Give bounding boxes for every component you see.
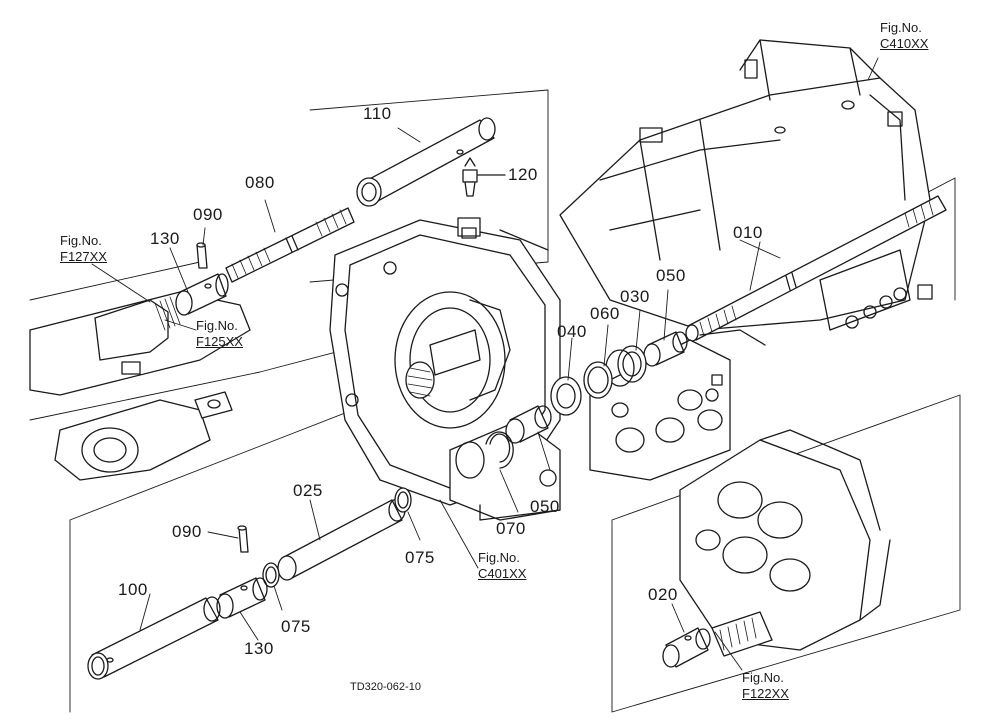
figref-f125-prefix: Fig.No. — [196, 318, 238, 333]
label-080: 080 — [245, 173, 275, 192]
part-080-shaft — [225, 207, 355, 283]
label-130-bottom: 130 — [244, 639, 274, 658]
part-120-fitting — [462, 157, 506, 197]
label-090-bottom: 090 — [172, 522, 202, 541]
label-020: 020 — [648, 585, 678, 604]
shaft-010 — [685, 195, 947, 342]
left-frame — [29, 291, 251, 481]
part-130-coupling-top — [175, 273, 229, 316]
figref-c410: Fig.No. C410XX — [880, 20, 928, 51]
part-040-seal — [550, 376, 582, 416]
label-050-top: 050 — [656, 266, 686, 285]
figref-f122-prefix: Fig.No. — [742, 670, 784, 685]
label-120: 120 — [508, 165, 538, 184]
figref-f127-code: F127XX — [60, 248, 107, 264]
part-075-oring-right — [394, 487, 412, 513]
transmission-case — [559, 39, 933, 331]
label-040: 040 — [557, 322, 587, 341]
label-130-top: 130 — [150, 229, 180, 248]
figref-c401-code: C401XX — [478, 565, 527, 581]
part-030-bearing — [605, 345, 647, 387]
part-100-tube — [87, 596, 221, 680]
label-030: 030 — [620, 287, 650, 306]
part-070-snap-ring — [485, 431, 514, 469]
figref-f127: Fig.No. F127XX — [60, 233, 107, 264]
figref-c410-prefix: Fig.No. — [880, 20, 922, 35]
label-075-right: 075 — [405, 548, 435, 567]
part-130-coupling-bottom — [216, 577, 268, 619]
label-090-top: 090 — [193, 205, 223, 224]
figref-c401: Fig.No. C401XX — [478, 550, 526, 581]
part-110-tube — [356, 117, 496, 207]
part-050-sleeve-bottom — [505, 405, 552, 444]
label-010: 010 — [733, 223, 763, 242]
drawing-id: TD320-062-10 — [350, 681, 421, 693]
label-050-bottom: 050 — [530, 497, 560, 516]
label-075-left: 075 — [281, 617, 311, 636]
figref-f125: Fig.No. F125XX — [196, 318, 243, 349]
label-100: 100 — [118, 580, 148, 599]
part-050-sleeve-top — [643, 331, 688, 367]
figref-f122-code: F122XX — [742, 685, 789, 701]
label-110: 110 — [363, 104, 392, 123]
part-090-pin-bottom — [237, 525, 249, 553]
figref-f125-code: F125XX — [196, 333, 243, 349]
part-090-pin-top — [196, 242, 208, 269]
label-070: 070 — [496, 519, 526, 538]
part-075-oring-left — [262, 562, 280, 588]
part-060-ring — [583, 361, 613, 399]
part-020-sleeve — [662, 627, 711, 668]
label-025: 025 — [293, 481, 323, 500]
figref-c401-prefix: Fig.No. — [478, 550, 520, 565]
leader-lines — [91, 57, 879, 671]
label-060: 060 — [590, 304, 620, 323]
figref-f127-prefix: Fig.No. — [60, 233, 102, 248]
figref-c410-code: C410XX — [880, 35, 929, 51]
part-025-tube — [277, 498, 406, 581]
housing-c401 — [329, 217, 561, 521]
figref-f122: Fig.No. F122XX — [742, 670, 789, 701]
rear-housing — [679, 429, 891, 657]
